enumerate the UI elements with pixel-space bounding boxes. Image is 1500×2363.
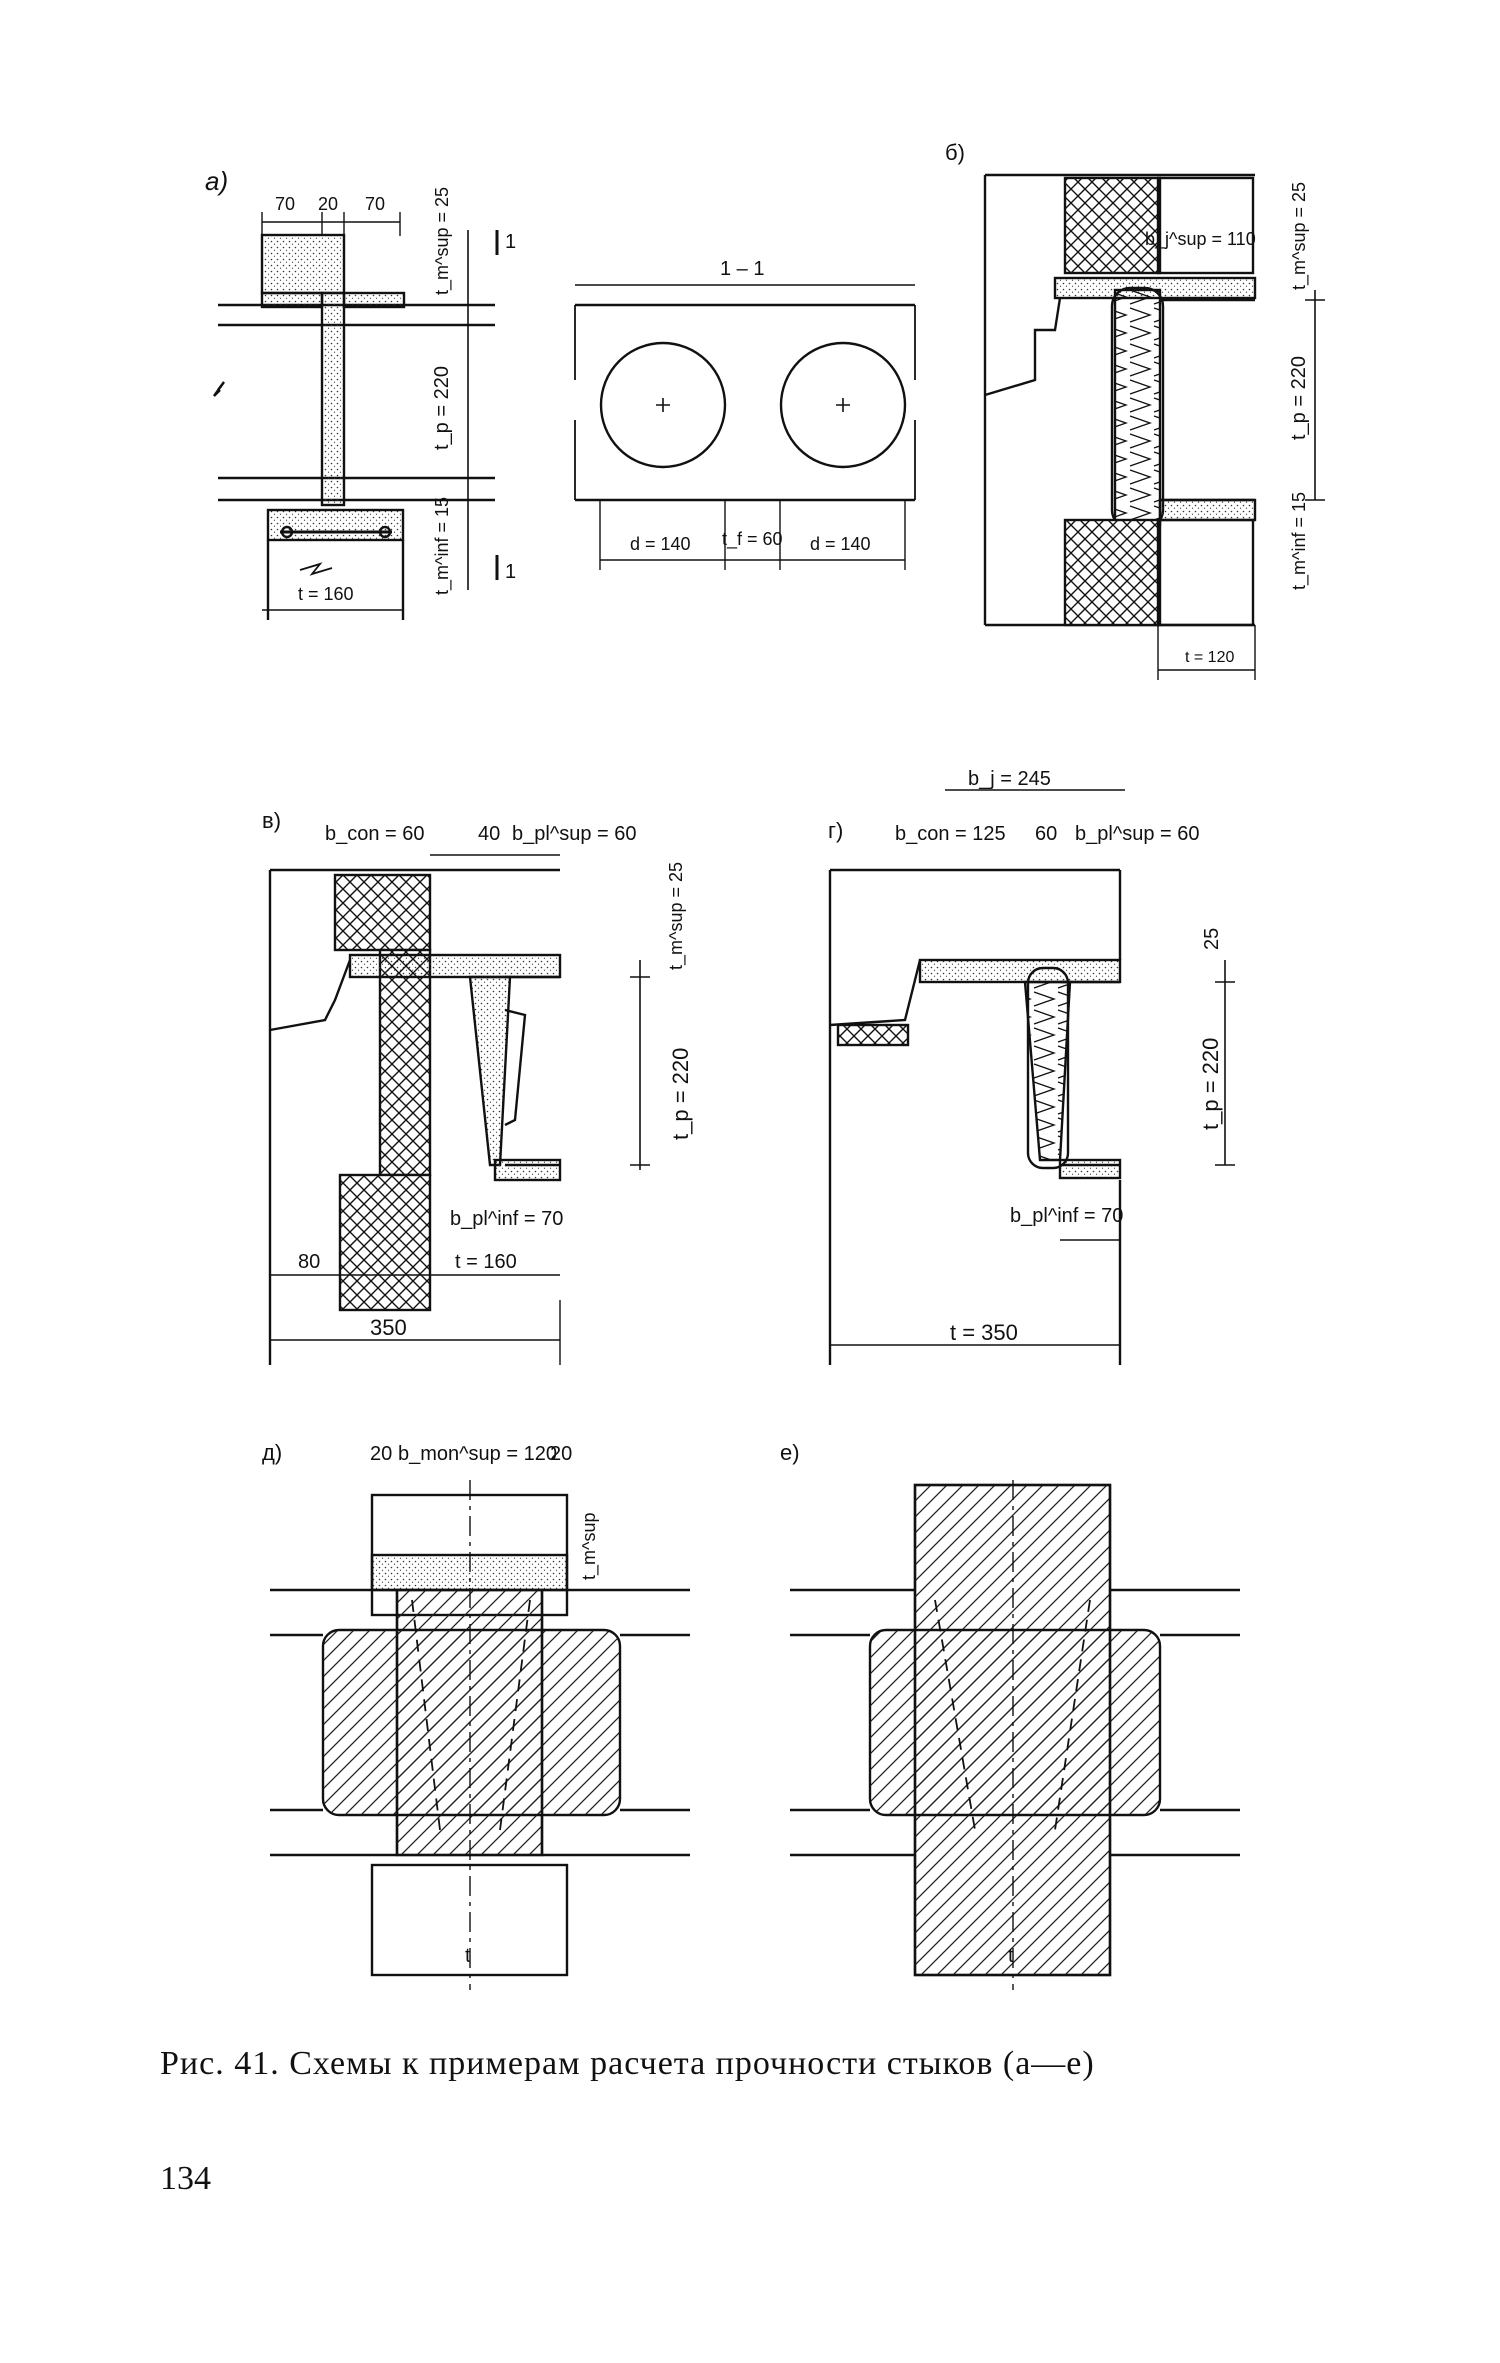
panel-d-bmon: b_mon^sup = 120	[398, 1443, 557, 1465]
section-d-right: d = 140	[810, 534, 871, 554]
panel-v-tm-sup: t_m^sup = 25	[666, 862, 687, 970]
panel-a-t: t = 160	[298, 584, 354, 604]
panel-g-label: г)	[828, 818, 843, 843]
panel-v-mid: 40	[478, 823, 500, 845]
panel-g	[828, 789, 1235, 1365]
figure-caption: Рис. 41. Схемы к примерам расчета прочно…	[160, 2045, 1095, 2082]
panel-b-tm-sup: t_m^sup = 25	[1289, 182, 1310, 290]
panel-b	[983, 173, 1325, 680]
panel-e-t: t	[1008, 1945, 1014, 1967]
panel-v-total: 350	[370, 1315, 407, 1340]
panel-a-tp: t_p = 220	[431, 366, 453, 450]
section-title: 1 – 1	[720, 258, 764, 280]
panel-g-bj: b_j = 245	[968, 768, 1051, 790]
panel-a-section-top: 1	[505, 231, 516, 253]
panel-a-dim-3: 70	[365, 194, 385, 214]
panel-v-t: t = 160	[455, 1251, 517, 1273]
panel-b-tp: t_p = 220	[1288, 356, 1310, 440]
panel-a-section-bottom: 1	[505, 561, 516, 583]
panel-e	[790, 1480, 1240, 1990]
panel-d-right: 20	[550, 1443, 572, 1465]
panel-b-label: б)	[945, 140, 965, 165]
panel-b-tm-inf: t_m^inf = 15	[1289, 492, 1310, 590]
panel-a	[213, 212, 499, 620]
panel-g-bcon: b_con = 125	[895, 823, 1006, 845]
panel-a-label: а)	[205, 166, 228, 196]
panel-g-bpl-sup: b_pl^sup = 60	[1075, 823, 1199, 845]
panel-v-bcon: b_con = 60	[325, 823, 425, 845]
panel-v-tp: t_p = 220	[668, 1048, 693, 1140]
section-d-left: d = 140	[630, 534, 691, 554]
panel-d-left: 20	[370, 1443, 392, 1465]
panel-d-tm-sup: t_m^sup	[579, 1513, 600, 1580]
panel-g-top: 25	[1201, 928, 1223, 950]
panel-e-label: е)	[780, 1440, 800, 1465]
panel-a-dim-1: 70	[275, 194, 295, 214]
section-tf: t_f = 60	[722, 529, 783, 550]
panel-b-bj-sup: b_j^sup = 110	[1145, 229, 1256, 250]
panel-b-t: t = 120	[1185, 649, 1234, 666]
panel-v-bpl-inf: b_pl^inf = 70	[450, 1208, 563, 1230]
panel-a-dim-2: 20	[318, 194, 338, 214]
panel-g-mid: 60	[1035, 823, 1057, 845]
panel-v-bpl-sup: b_pl^sup = 60	[512, 823, 636, 845]
panel-a-tm-inf: t_m^inf = 15	[432, 497, 453, 595]
panel-d-label: д)	[262, 1440, 282, 1465]
panel-d	[270, 1480, 690, 1990]
panel-v-left: 80	[298, 1251, 320, 1273]
panel-a-tm-sup: t_m^sup = 25	[432, 187, 453, 295]
section-1-1	[574, 284, 916, 570]
panel-v-label: в)	[262, 808, 281, 833]
panel-g-tp: t_p = 220	[1198, 1038, 1223, 1130]
panel-g-t: t = 350	[950, 1320, 1018, 1345]
panel-d-t: t	[465, 1945, 471, 1967]
panel-g-bpl-inf: b_pl^inf = 70	[1010, 1205, 1123, 1227]
panel-v	[268, 854, 650, 1365]
page-number: 134	[160, 2160, 211, 2197]
